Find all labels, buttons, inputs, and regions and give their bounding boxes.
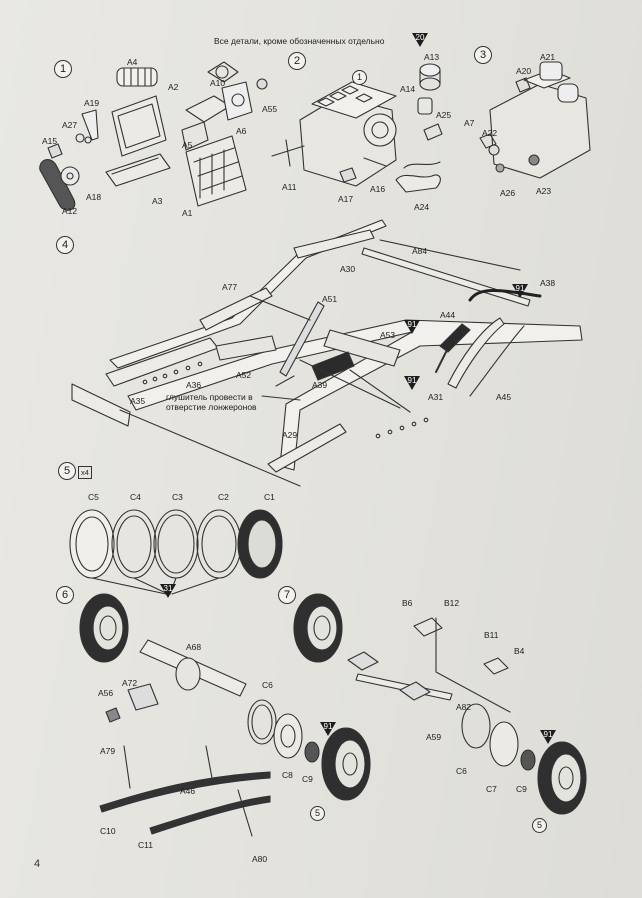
part-label: A2 — [168, 82, 179, 92]
step-number-2: 2 — [288, 52, 306, 70]
part-label: A6 — [236, 126, 247, 136]
part-label: A26 — [500, 188, 516, 198]
part-label: A68 — [186, 642, 202, 652]
step2-parts — [271, 63, 443, 193]
part-label: A14 — [400, 84, 416, 94]
part-label: A77 — [222, 282, 238, 292]
part-label: A7 — [464, 118, 475, 128]
part-label: A17 — [338, 194, 354, 204]
part-label: A25 — [436, 110, 452, 120]
part-label: A84 — [412, 246, 428, 256]
part-label: C2 — [218, 492, 229, 502]
part-label: C5 — [88, 492, 99, 502]
part-label: A4 — [127, 57, 138, 67]
step-number-4: 4 — [56, 236, 74, 254]
step-number-1: 1 — [54, 60, 72, 78]
part-label: C9 — [516, 784, 527, 794]
part-label: A15 — [42, 136, 58, 146]
part-label: A3 — [152, 196, 163, 206]
part-label: A1 — [182, 208, 193, 218]
part-label: A16 — [370, 184, 386, 194]
part-label: A53 — [380, 330, 396, 340]
step3-parts — [479, 61, 591, 179]
part-label: A24 — [414, 202, 430, 212]
part-label: B12 — [444, 598, 460, 608]
part-label: A10 — [210, 78, 226, 88]
step6-axle — [79, 593, 371, 837]
part-label: A44 — [440, 310, 456, 320]
part-label: C6 — [262, 680, 273, 690]
part-label: A20 — [516, 66, 532, 76]
part-label: A23 — [536, 186, 552, 196]
part-label: A82 — [456, 702, 472, 712]
reference-step-5: 5 — [310, 806, 325, 821]
part-label: A5 — [182, 140, 193, 150]
reference-step-1: 1 — [352, 70, 367, 85]
part-label: A30 — [340, 264, 356, 274]
part-label: A56 — [98, 688, 114, 698]
part-label: A39 — [312, 380, 328, 390]
part-label: A80 — [252, 854, 268, 864]
part-label: A45 — [496, 392, 512, 402]
step1-parts — [39, 61, 268, 211]
part-label: A21 — [540, 52, 556, 62]
part-label: C4 — [130, 492, 141, 502]
step-number-7: 7 — [278, 586, 296, 604]
part-label: C3 — [172, 492, 183, 502]
part-label: A52 — [236, 370, 252, 380]
part-label: C10 — [100, 826, 116, 836]
part-label: A18 — [86, 192, 102, 202]
part-label: A72 — [122, 678, 138, 688]
page-number: 4 — [34, 858, 41, 870]
header-note: Все детали, кроме обозначенных отдельно — [214, 36, 385, 46]
part-label: C1 — [264, 492, 275, 502]
step4-chassis — [71, 219, 583, 487]
part-label: A29 — [282, 430, 298, 440]
part-label: B4 — [514, 646, 525, 656]
part-label: A31 — [428, 392, 444, 402]
part-label: A38 — [540, 278, 556, 288]
part-label: A19 — [84, 98, 100, 108]
part-label: C8 — [282, 770, 293, 780]
part-label: B6 — [402, 598, 413, 608]
part-label: A27 — [62, 120, 78, 130]
step-number-3: 3 — [474, 46, 492, 64]
part-label: A35 — [130, 396, 146, 406]
step7-axle — [293, 593, 587, 815]
part-label: A11 — [282, 182, 297, 192]
part-label: A13 — [424, 52, 440, 62]
step5-multiplier: x4 — [78, 466, 92, 479]
part-label: A22 — [482, 128, 498, 138]
step-number-6: 6 — [56, 586, 74, 604]
part-label: A55 — [262, 104, 278, 114]
part-label: C9 — [302, 774, 313, 784]
part-label: A51 — [322, 294, 338, 304]
part-label: A79 — [100, 746, 116, 756]
part-label: B11 — [484, 630, 499, 640]
reference-step-5: 5 — [532, 818, 547, 833]
part-label: A12 — [62, 206, 78, 216]
part-label: A36 — [186, 380, 202, 390]
part-label: C6 — [456, 766, 467, 776]
step5-rings — [69, 509, 283, 595]
part-label: C11 — [138, 840, 153, 850]
step-number-5: 5 — [58, 462, 76, 480]
muffler-note: глушитель провести в отверстие лонжероно… — [166, 392, 257, 412]
part-label: A59 — [426, 732, 442, 742]
part-label: C7 — [486, 784, 497, 794]
part-label: A46 — [180, 786, 196, 796]
